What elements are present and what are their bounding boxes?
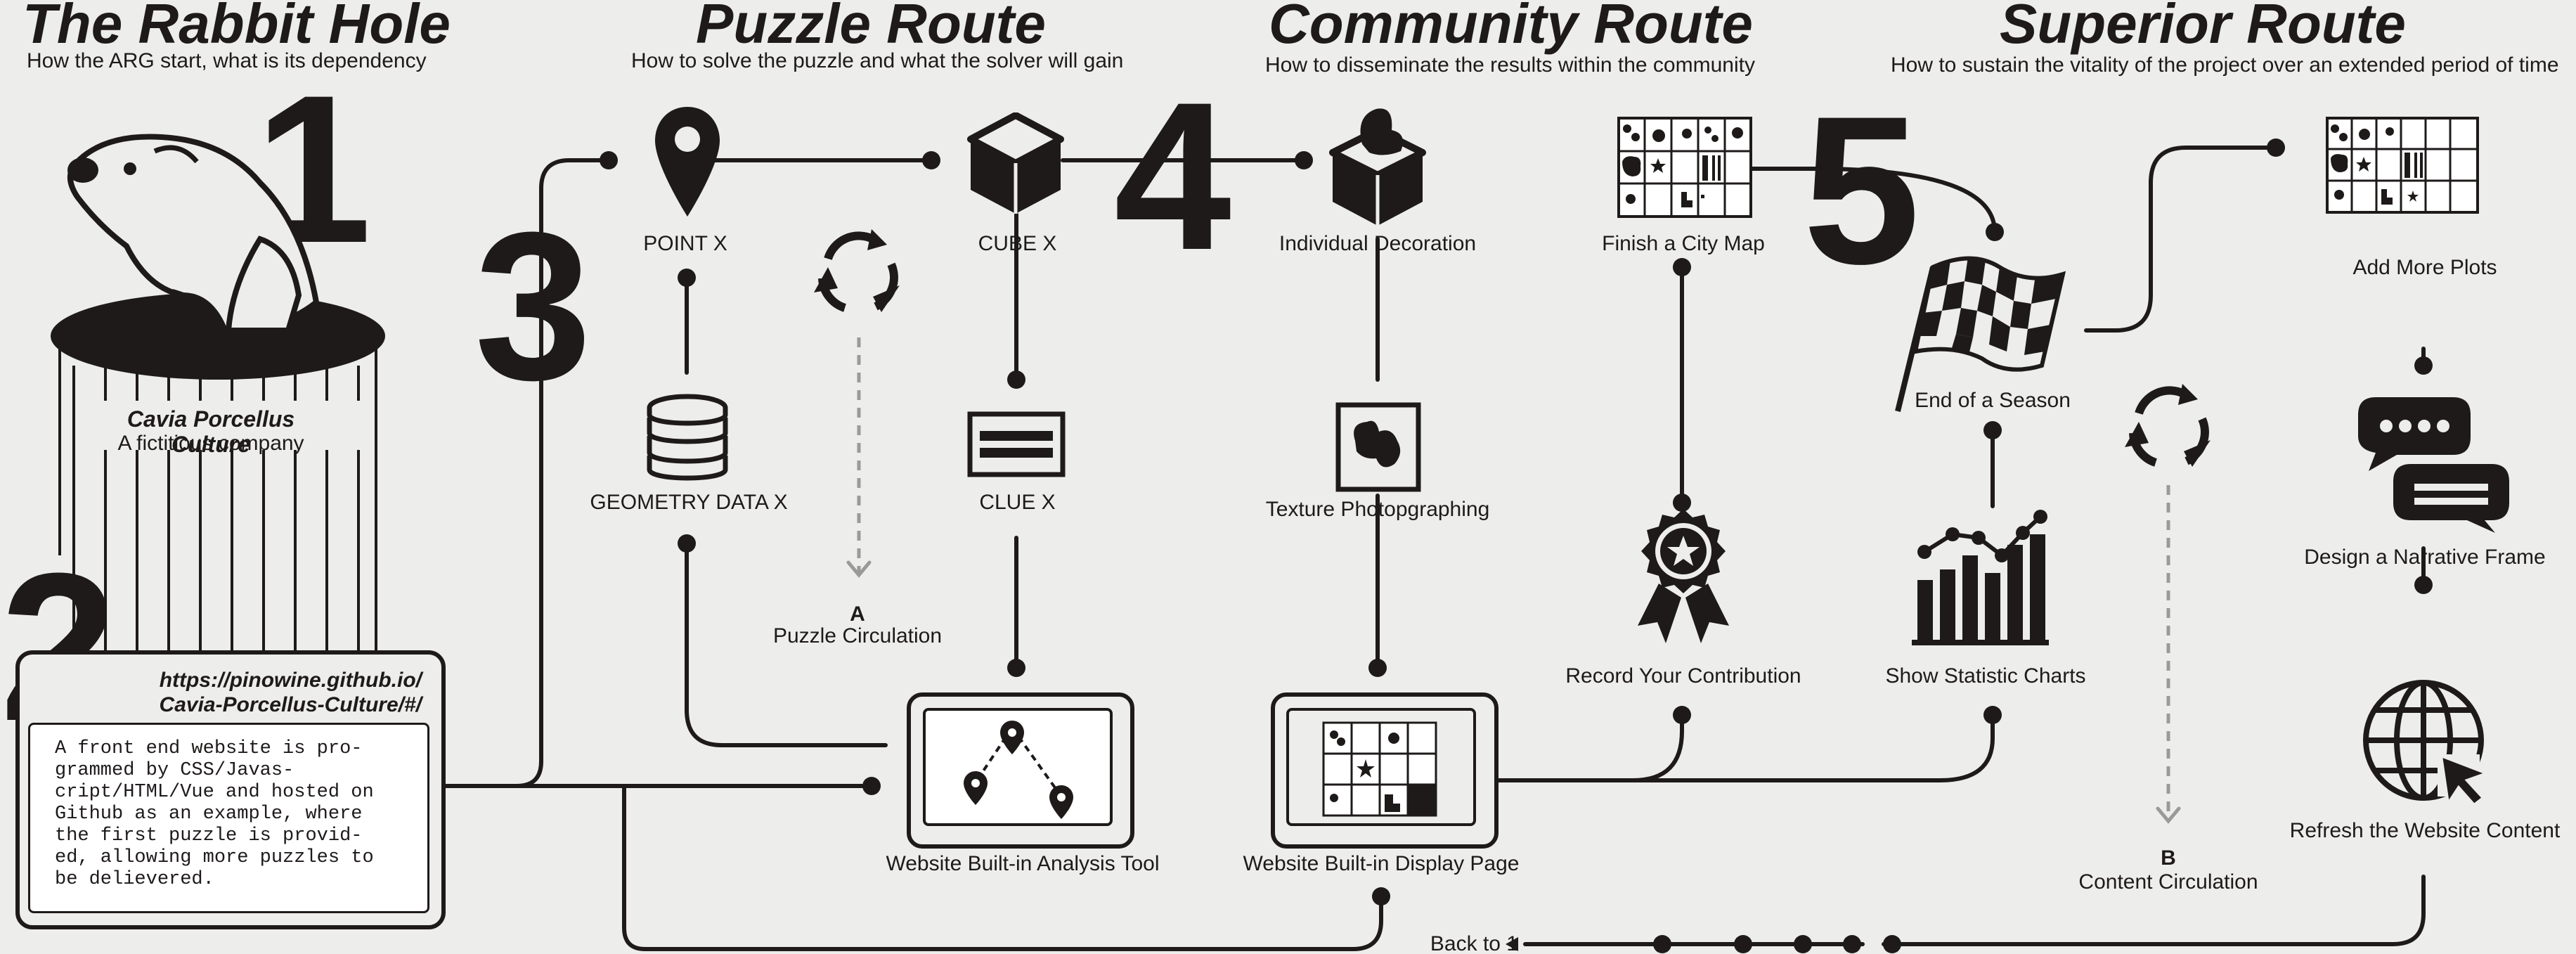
texture-photo-icon — [1335, 402, 1421, 492]
description-line: be delievered. — [55, 869, 214, 890]
record-contribution-label: Record Your Contribution — [1565, 664, 1801, 688]
point-x-label: POINT X — [643, 232, 727, 255]
add-more-plots-label: Add More Plots — [2352, 256, 2497, 279]
recycle-icon — [814, 229, 900, 312]
design-narrative-frame-label: Design a Narrative Frame — [2304, 546, 2546, 569]
refresh-website-content-label: Refresh the Website Content — [2289, 819, 2561, 842]
chat-bubbles-icon — [2358, 397, 2509, 533]
puzzle-route-subtitle: How to solve the puzzle and what the sol… — [631, 49, 1124, 72]
bar-chart-icon — [1912, 510, 2049, 645]
community-route-title: Community Route — [1269, 0, 1753, 55]
description-line: grammed by CSS/Javas- — [55, 760, 295, 781]
website-url-line2: Cavia-Porcellus-Culture/#/ — [159, 693, 422, 716]
community-route-subtitle: How to disseminate the results within th… — [1265, 53, 1755, 77]
description-line: Github as an example, where — [55, 804, 363, 825]
display-page-label: Website Built-in Display Page — [1243, 852, 1520, 875]
decorated-cube-icon — [1329, 108, 1426, 226]
website-description: A front end website is pro- grammed by C… — [55, 738, 420, 891]
city-map-preview-icon — [1322, 721, 1437, 817]
step-number-3: 3 — [474, 188, 592, 424]
analysis-tool-label: Website Built-in Analysis Tool — [886, 852, 1160, 875]
finish-city-map-label: Finish a City Map — [1602, 232, 1765, 255]
website-url-line1: https://pinowine.github.io/ — [159, 669, 422, 692]
cube-x-label: CUBE X — [978, 232, 1057, 255]
description-line: the first puzzle is provid- — [55, 825, 363, 846]
content-circulation-letter: B — [2161, 846, 2176, 870]
description-line: cript/HTML/Vue and hosted on — [55, 782, 374, 803]
cube-icon — [967, 112, 1064, 214]
rabbit-hole-illustration — [51, 292, 385, 654]
texture-photographing-label: Texture Photopgraphing — [1265, 498, 1490, 521]
individual-decoration-label: Individual Decoration — [1279, 232, 1477, 255]
back-to-1-label[interactable]: Back to 1 — [1430, 932, 1518, 954]
rabbit-hole-title: The Rabbit Hole — [22, 0, 451, 55]
award-badge-icon — [1638, 509, 1729, 643]
recycle-icon — [2125, 384, 2211, 467]
description-line: ed, allowing more puzzles to — [55, 847, 374, 868]
database-icon — [647, 394, 728, 481]
superior-route-title: Superior Route — [2000, 0, 2406, 55]
puzzle-route-title: Puzzle Route — [696, 0, 1046, 55]
checkered-flag-icon — [1895, 256, 2066, 412]
plots-grid-icon — [2326, 117, 2479, 214]
geometry-data-x-label: GEOMETRY DATA X — [590, 491, 788, 514]
globe-cursor-icon — [2363, 680, 2491, 805]
description-line: A front end website is pro- — [55, 738, 363, 759]
rabbit-hole-subtitle: How the ARG start, what is its dependenc… — [27, 49, 427, 72]
website-url[interactable]: https://pinowine.github.io/ Cavia-Porcel… — [137, 668, 422, 717]
culture-name: Cavia Porcellus Culture — [127, 406, 295, 457]
content-circulation-label: Content Circulation — [2078, 870, 2258, 894]
superior-route-subtitle: How to sustain the vitality of the proje… — [1891, 53, 2559, 77]
puzzle-circulation-label: Puzzle Circulation — [772, 624, 943, 647]
show-statistic-charts-label: Show Statistic Charts — [1885, 664, 2086, 688]
map-pins-icon — [964, 721, 1073, 819]
city-map-grid-icon — [1617, 117, 1752, 218]
puzzle-circulation-letter: A — [850, 602, 865, 626]
clue-card-icon — [967, 411, 1066, 477]
guinea-pig-icon — [67, 134, 320, 334]
culture-tagline: A fictitious company — [117, 432, 304, 455]
step-number-4: 4 — [1114, 58, 1231, 294]
analysis-tool-inner — [923, 708, 1113, 826]
map-pin-icon — [655, 107, 720, 217]
clue-x-label: CLUE X — [979, 491, 1056, 514]
step-number-5: 5 — [1803, 72, 1920, 308]
end-of-season-label: End of a Season — [1915, 389, 2071, 412]
website-card-inner — [28, 723, 429, 913]
